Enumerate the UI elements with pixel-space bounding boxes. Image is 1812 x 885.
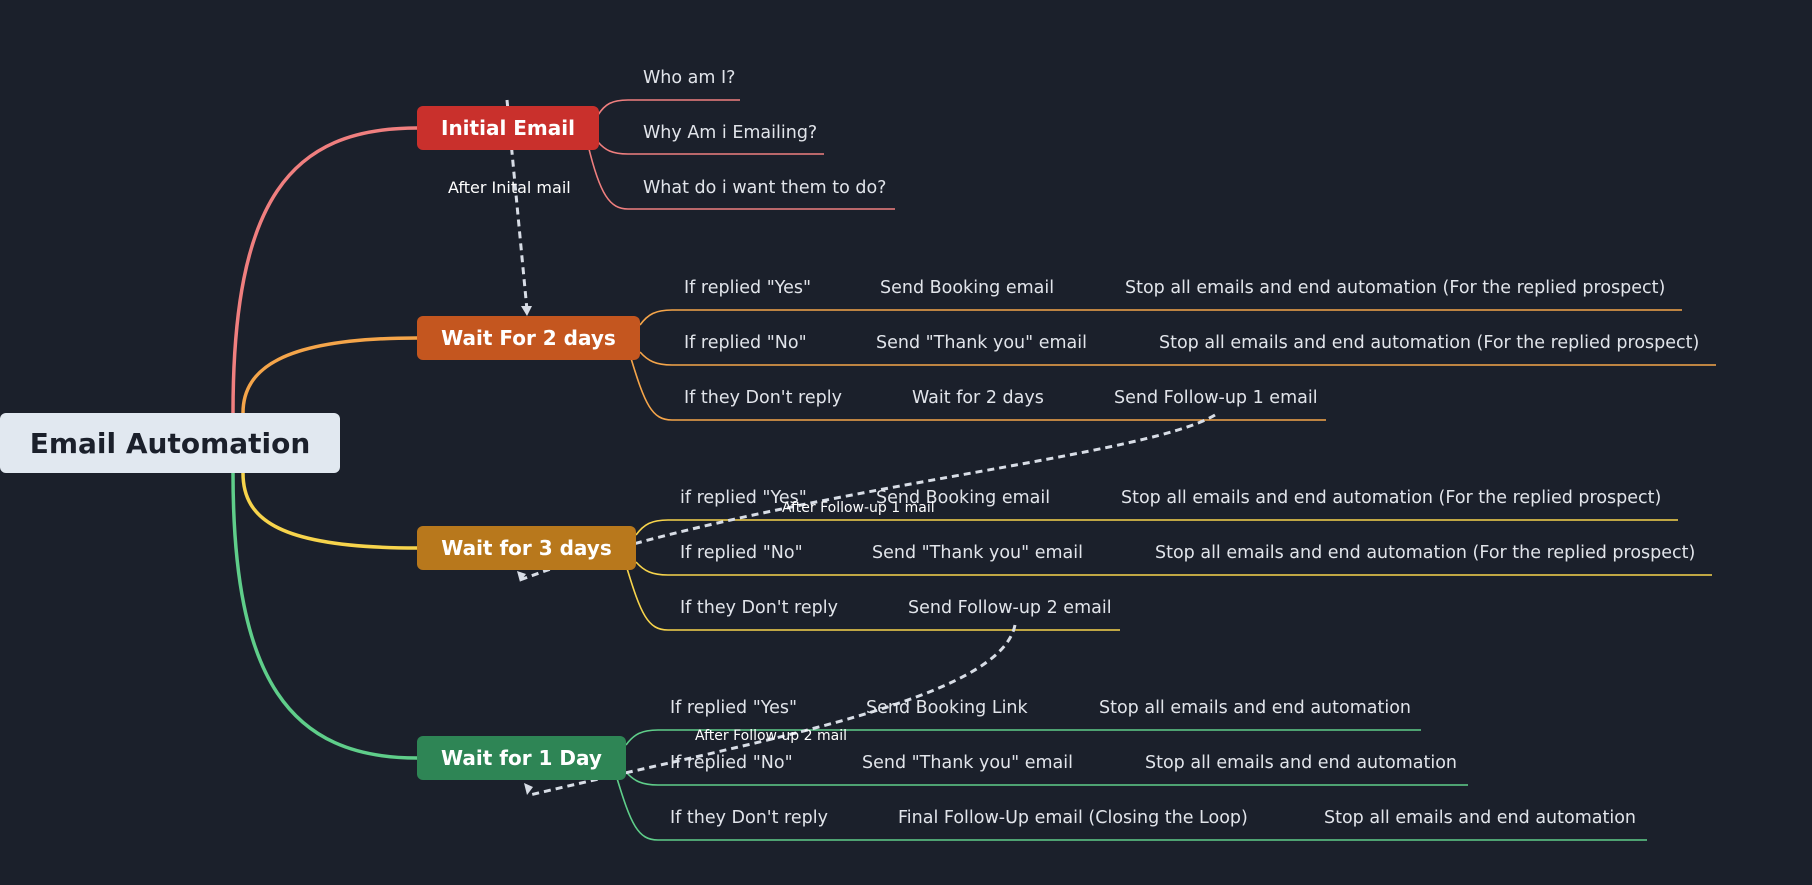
w3-row3-action[interactable]: Send Follow-up 2 email <box>908 598 1112 618</box>
leaf-why-emailing[interactable]: Why Am i Emailing? <box>643 123 818 143</box>
branch-wait-2-days <box>241 336 418 414</box>
w1-row3-action[interactable]: Final Follow-Up email (Closing the Loop) <box>898 808 1248 828</box>
w1-row2-result[interactable]: Stop all emails and end automation <box>1145 753 1457 773</box>
wait-3-days-links <box>625 519 1712 631</box>
branch-wait-1-day <box>231 472 418 760</box>
node-wait-1-day[interactable]: Wait for 1 Day <box>417 736 626 780</box>
w1-row3-result[interactable]: Stop all emails and end automation <box>1324 808 1636 828</box>
node-wait-2-days[interactable]: Wait For 2 days <box>417 316 640 360</box>
leaf-what-want[interactable]: What do i want them to do? <box>643 178 887 198</box>
w2-row2-action[interactable]: Send "Thank you" email <box>876 333 1088 353</box>
initial-email-links <box>587 99 895 210</box>
connector-label-after-followup-1: After Follow-up 1 mail <box>782 500 935 516</box>
w1-row1-result[interactable]: Stop all emails and end automation <box>1099 698 1411 718</box>
w1-row1-condition[interactable]: If replied "Yes" <box>670 698 798 718</box>
w2-row3-result[interactable]: Send Follow-up 1 email <box>1114 388 1318 408</box>
w2-row2-result[interactable]: Stop all emails and end automation (For … <box>1159 333 1700 353</box>
w2-row3-condition[interactable]: If they Don't reply <box>684 388 842 408</box>
w2-row1-action[interactable]: Send Booking email <box>880 278 1055 298</box>
w1-row3-condition[interactable]: If they Don't reply <box>670 808 828 828</box>
w3-row3-condition[interactable]: If they Don't reply <box>680 598 838 618</box>
w2-row1-result[interactable]: Stop all emails and end automation (For … <box>1125 278 1666 298</box>
node-initial-email[interactable]: Initial Email <box>417 106 599 150</box>
node-wait-3-days[interactable]: Wait for 3 days <box>417 526 636 570</box>
w1-row1-action[interactable]: Send Booking Link <box>866 698 1028 718</box>
connector-label-after-followup-2: After Follow up 2 mail <box>695 728 847 744</box>
w3-row1-result[interactable]: Stop all emails and end automation (For … <box>1121 488 1662 508</box>
w1-row2-action[interactable]: Send "Thank you" email <box>862 753 1074 773</box>
branch-wait-3-days <box>241 472 418 550</box>
connector-label-after-initial: After Inital mail <box>448 178 571 197</box>
w3-row1-action[interactable]: Send Booking email <box>876 488 1051 508</box>
w1-row2-condition[interactable]: If replied "No" <box>670 753 793 773</box>
w3-row2-result[interactable]: Stop all emails and end automation (For … <box>1155 543 1696 563</box>
root-node[interactable]: Email Automation <box>0 413 340 473</box>
wait-2-days-links <box>629 309 1716 421</box>
w2-row2-condition[interactable]: If replied "No" <box>684 333 807 353</box>
w2-row1-condition[interactable]: If replied "Yes" <box>684 278 812 298</box>
branch-initial-email <box>231 126 418 414</box>
w3-row2-action[interactable]: Send "Thank you" email <box>872 543 1084 563</box>
w3-row1-condition[interactable]: if replied "Yes" <box>680 488 807 508</box>
leaf-who-am-i[interactable]: Who am I? <box>643 68 736 88</box>
flow-arrowheads <box>517 306 533 795</box>
wait-1-day-links <box>615 729 1647 841</box>
w2-row3-action[interactable]: Wait for 2 days <box>912 388 1044 408</box>
w3-row2-condition[interactable]: If replied "No" <box>680 543 803 563</box>
